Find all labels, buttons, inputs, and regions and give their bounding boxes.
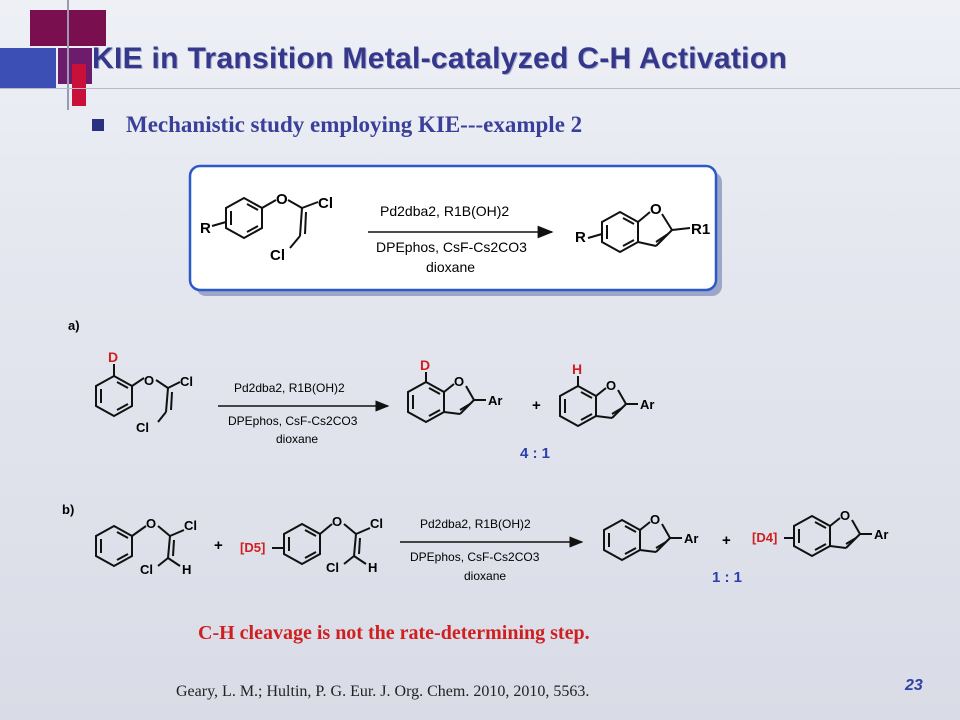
part-a-product-2-oxygen: O [606, 378, 616, 393]
part-a-reagents-above: Pd2dba2, R1B(OH)2 [234, 381, 345, 395]
slide-title: KIE in Transition Metal-catalyzed C-H Ac… [92, 42, 788, 75]
part-a-product-2 [559, 376, 638, 428]
part-a-label: a) [68, 318, 80, 333]
part-b-product-1-ar: Ar [684, 531, 698, 546]
part-a-reactant-cl-top: Cl [180, 374, 193, 389]
main-reactant [211, 196, 319, 249]
main-reagents-above: Pd2dba2, R1B(OH)2 [380, 203, 509, 219]
part-b-label: b) [62, 502, 74, 517]
part-b-reagents-above: Pd2dba2, R1B(OH)2 [420, 517, 531, 531]
part-b-reactant-2-oxygen: O [332, 514, 342, 529]
bullet-square-icon [92, 119, 104, 131]
main-reactant-oxygen: O [276, 191, 288, 208]
part-b-reactant-1-cl-top: Cl [184, 518, 197, 533]
bullet-text: Mechanistic study employing KIE---exampl… [126, 112, 583, 137]
bullet-item: Mechanistic study employing KIE---exampl… [92, 112, 582, 138]
page-number: 23 [905, 677, 923, 694]
part-a-reactant-oxygen: O [144, 373, 154, 388]
main-reactant-r: R [200, 220, 211, 237]
part-b-product-2 [784, 514, 872, 558]
part-b-reagents-below-1: DPEphos, CsF-Cs2CO3 [410, 550, 540, 564]
decor-horizontal-line [0, 88, 960, 89]
main-reactant-cl-bottom: Cl [270, 247, 285, 264]
part-b-reactant-2 [272, 522, 371, 566]
part-a-product-1-d: D [420, 357, 430, 373]
part-a-reactant-d: D [108, 349, 118, 365]
part-b-ratio: 1 : 1 [712, 569, 742, 586]
part-a-product-2-ar: Ar [640, 397, 654, 412]
part-a-product-2-h: H [572, 361, 582, 377]
main-reactant-cl-top: Cl [318, 195, 333, 212]
part-b-product-2-d4: [D4] [752, 530, 777, 545]
part-b-reactant-2-h: H [368, 560, 377, 575]
main-product-oxygen: O [650, 201, 662, 218]
decor-bar-red [72, 64, 86, 106]
main-reagents-below-2: dioxane [426, 259, 475, 275]
part-a-product-1-oxygen: O [454, 374, 464, 389]
part-b-reagents-below-2: dioxane [464, 569, 506, 583]
part-b-product-2-ar: Ar [874, 527, 888, 542]
part-b-reactant-1-cl-bottom: Cl [140, 562, 153, 577]
part-a-reagents-below-2: dioxane [276, 432, 318, 446]
decor-square-blue [0, 48, 56, 88]
part-b-reactant-1 [95, 524, 185, 568]
part-a-product-1-ar: Ar [488, 393, 502, 408]
part-a-plus: + [532, 397, 541, 414]
main-reagents-below-1: DPEphos, CsF-Cs2CO3 [376, 239, 527, 255]
part-b-reactant-1-h: H [182, 562, 191, 577]
decor-vertical-line [67, 0, 69, 110]
conclusion-text: C-H cleavage is not the rate-determining… [198, 622, 590, 644]
part-b-reactant-2-cl-bottom: Cl [326, 560, 339, 575]
main-product [587, 210, 691, 254]
part-a-product-1 [407, 372, 486, 424]
part-a-reactant [95, 364, 181, 423]
main-product-r1: R1 [691, 221, 710, 238]
citation-reference: Geary, L. M.; Hultin, P. G. Eur. J. Org.… [176, 683, 590, 700]
part-a-ratio: 4 : 1 [520, 445, 550, 462]
main-scheme-box [188, 164, 722, 296]
part-b-plus-2: + [722, 532, 731, 549]
part-b-product-1 [603, 518, 682, 562]
part-b-reactant-2-d5: [D5] [240, 540, 265, 555]
part-a-reactant-cl-bottom: Cl [136, 420, 149, 435]
main-product-r: R [575, 229, 586, 246]
part-a-reagents-below-1: DPEphos, CsF-Cs2CO3 [228, 414, 358, 428]
part-b-product-1-oxygen: O [650, 512, 660, 527]
part-b-reactant-2-cl-top: Cl [370, 516, 383, 531]
part-b-plus-1: + [214, 537, 223, 554]
part-b-product-2-oxygen: O [840, 508, 850, 523]
part-b-reactant-1-oxygen: O [146, 516, 156, 531]
